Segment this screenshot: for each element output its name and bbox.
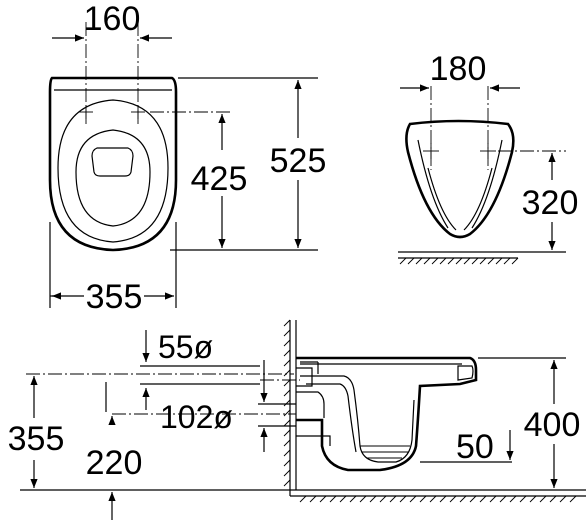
dim-180-label: 180 [430,50,487,88]
dim-355-height-label: 355 [8,420,65,458]
dim-102-label: 102ø [160,399,233,435]
top-view-bowl-outline [48,76,178,252]
side-view-wall-hatch [283,319,291,487]
rear-view-floor-hatch [399,257,519,265]
dim-425-label: 425 [191,160,248,198]
dim-160-label: 160 [84,0,141,38]
top-view-bowl-opening [75,129,151,227]
rear-view-bowl-outline [405,119,515,239]
side-view-bowl-outline [296,356,478,472]
dim-320-label: 320 [522,184,579,222]
side-view-floor-hatch [299,495,577,503]
top-view-fixing-holes [79,105,145,119]
top-view-seat-ring [57,99,169,243]
top-view-outlet [91,147,134,177]
side-view-water [360,445,410,459]
dim-220-label: 220 [86,444,143,482]
dim-400-label: 400 [524,406,581,444]
dim-525-label: 525 [270,142,327,180]
side-view: 55ø 102ø 355 220 400 50 [8,319,586,520]
rear-view-fixing-holes [423,143,496,159]
dim-50-label: 50 [456,428,494,466]
rear-view: 180 320 [398,50,579,265]
dim-355-seat-label: 355 [86,278,143,316]
top-view: 160 355 425 525 [48,0,327,316]
dim-55-label: 55ø [158,329,213,365]
